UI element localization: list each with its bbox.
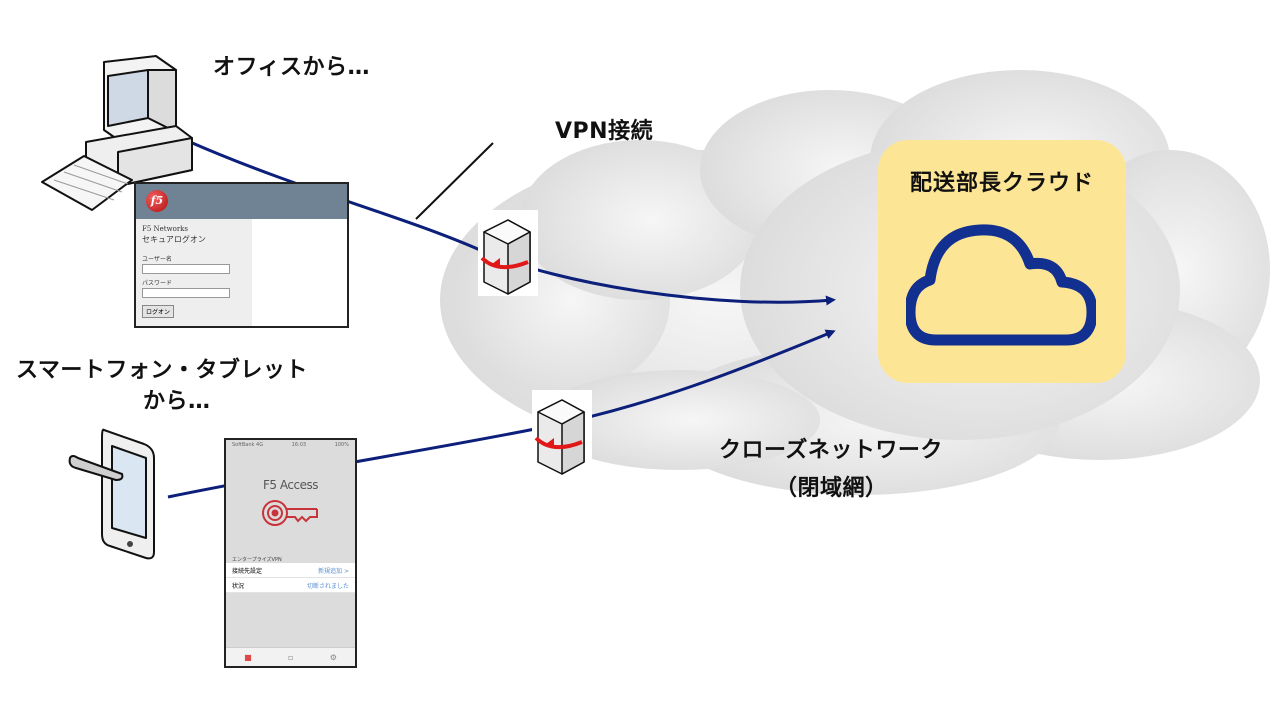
f5-login-heading: セキュアログオン	[142, 235, 206, 244]
firewall-icon	[532, 390, 592, 476]
closed-network-label-line2: （閉域網）	[775, 476, 888, 501]
username-input[interactable]	[142, 264, 230, 274]
password-input[interactable]	[142, 288, 230, 298]
f5-web-form: F5 Networks セキュアログオン ユーザー名 パスワード ログオン	[136, 219, 252, 326]
password-label: パスワード	[142, 280, 173, 287]
app-title: F5 Access	[263, 478, 318, 492]
status-battery: 100%	[334, 442, 349, 448]
key-icon	[261, 500, 318, 526]
f5-brand-text: F5 Networks	[142, 225, 189, 233]
connection-settings-row[interactable]: 接続先設定 新規追加 >	[226, 563, 355, 578]
phone-status-bar: SoftBank 4G 16:03 100%	[226, 440, 355, 450]
cloud-service-card: 配送部長クラウド	[878, 140, 1126, 383]
row-label: 状況	[232, 582, 245, 590]
username-label: ユーザー名	[142, 256, 172, 263]
tab-settings[interactable]: ⚙	[329, 652, 337, 662]
office-label: オフィスから…	[213, 55, 371, 80]
tablet-icon	[68, 428, 155, 560]
vpn-section-header: エンタープライズVPN	[232, 557, 282, 563]
cloud-icon	[906, 224, 1096, 346]
f5-access-phone: SoftBank 4G 16:03 100% F5 Access エンタープライ…	[224, 438, 357, 668]
status-time: 16:03	[291, 442, 307, 448]
f5-web-login-panel: f5 F5 Networks セキュアログオン ユーザー名 パスワード ログオン	[134, 182, 349, 328]
tab-vpn[interactable]: ■	[244, 652, 252, 662]
tab-log[interactable]: ▫	[287, 652, 294, 662]
cloud-service-name: 配送部長クラウド	[909, 171, 1094, 196]
row-label: 接続先設定	[232, 567, 263, 575]
logon-button[interactable]: ログオン	[142, 305, 175, 318]
closed-network-label-line1: クローズネットワーク	[719, 438, 943, 463]
vpn-label: VPN接続	[555, 119, 654, 144]
status-carrier: SoftBank 4G	[232, 442, 264, 448]
firewall-icon	[478, 210, 538, 296]
status-row[interactable]: 状況 切断されました	[226, 578, 355, 593]
mobile-label-line1: スマートフォン・タブレット	[16, 358, 308, 383]
app-tab-bar: ■ ▫ ⚙	[226, 647, 355, 666]
f5-logo-icon: f5	[146, 190, 168, 212]
row-value: 切断されました	[306, 582, 349, 590]
row-value: 新規追加 >	[318, 567, 349, 575]
f5-web-header: f5	[136, 184, 347, 219]
vpn-callout-line	[415, 142, 494, 220]
mobile-label-line2: から…	[143, 389, 211, 414]
desktop-pc-icon	[41, 55, 193, 211]
